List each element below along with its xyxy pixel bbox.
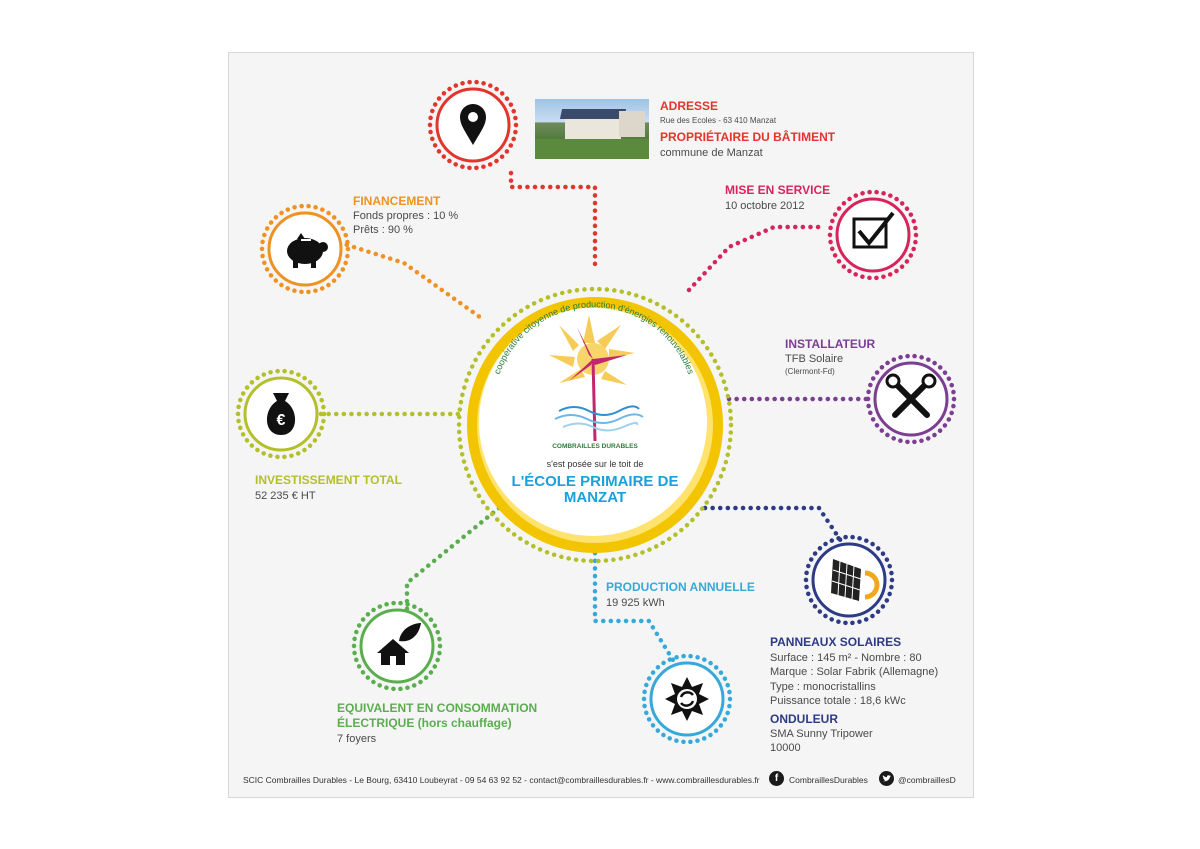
- commissioning-heading: MISE EN SERVICE: [725, 183, 831, 197]
- sun-recycle-icon: [665, 677, 709, 721]
- center-title-line2: MANZAT: [563, 489, 627, 506]
- connector-equivalent: [404, 505, 502, 612]
- commissioning-value: 10 octobre 2012: [725, 200, 805, 212]
- panels-line2: Marque : Solar Fabrik (Allemagne): [770, 666, 939, 678]
- inverter-heading: ONDULEUR: [770, 712, 838, 726]
- center-subtitle: s'est posée sur le toit de: [546, 459, 644, 469]
- address-heading: ADRESSE: [660, 99, 719, 113]
- owner-heading: PROPRIÉTAIRE DU BÂTIMENT: [660, 130, 836, 144]
- center-bead-ring: [456, 286, 734, 564]
- equivalent-heading-line2: ÉLECTRIQUE (hors chauffage): [337, 716, 512, 730]
- house-leaf-icon: [377, 623, 421, 665]
- connector-address: [508, 170, 598, 271]
- financing-heading: FINANCEMENT: [353, 194, 441, 208]
- installer-sub: (Clermont-Fd): [785, 367, 835, 376]
- owner-value: commune de Manzat: [660, 147, 763, 159]
- panels-line4: Puissance totale : 18,6 kWc: [770, 695, 906, 707]
- twitter-link[interactable]: @combraillesD: [898, 775, 956, 785]
- facebook-link[interactable]: CombraillesDurables: [789, 775, 868, 785]
- address-value: Rue des Ecoles - 63 410 Manzat: [660, 116, 777, 125]
- piggy-bank-icon: [287, 233, 328, 268]
- checkbox-icon: [852, 211, 895, 249]
- investment-value: 52 235 € HT: [255, 490, 316, 502]
- infographic-poster: coopérative citoyenne de production d'én…: [228, 52, 974, 798]
- logo-turbine-icon: [549, 315, 644, 442]
- facebook-icon[interactable]: f: [769, 771, 784, 786]
- map-pin-icon: [460, 104, 486, 145]
- money-bag-euro-icon: €: [266, 393, 296, 435]
- equivalent-value: 7 foyers: [337, 733, 377, 745]
- equivalent-heading-line1: EQUIVALENT EN CONSOMMATION: [337, 701, 538, 715]
- investment-heading: INVESTISSEMENT TOTAL: [255, 473, 402, 487]
- panels-line1: Surface : 145 m² - Nombre : 80: [770, 652, 922, 664]
- connector-commissioning: [686, 224, 827, 293]
- logo-name: COMBRAILLES DURABLES: [552, 443, 638, 450]
- panels-heading: PANNEAUX SOLAIRES: [770, 635, 902, 649]
- financing-line1: Fonds propres : 10 %: [353, 210, 459, 222]
- center-title-line1: L'ÉCOLE PRIMAIRE DE: [511, 473, 679, 490]
- inverter-line1: SMA Sunny Tripower: [770, 728, 873, 740]
- solar-panel-icon: [831, 559, 880, 601]
- footer-info: SCIC Combrailles Durables - Le Bourg, 63…: [243, 775, 760, 785]
- connector-panels: [702, 505, 852, 556]
- connector-lines: coopérative citoyenne de production d'én…: [235, 79, 957, 745]
- production-heading: PRODUCTION ANNUELLE: [606, 580, 755, 594]
- twitter-icon[interactable]: [879, 771, 894, 786]
- financing-line2: Prêts : 90 %: [353, 224, 413, 236]
- tools-icon: [885, 373, 937, 418]
- installer-heading: INSTALLATEUR: [785, 337, 876, 351]
- inverter-line2: 10000: [770, 742, 801, 754]
- installer-value: TFB Solaire: [785, 353, 844, 365]
- school-photo: [535, 99, 649, 159]
- production-value: 19 925 kWh: [606, 597, 665, 609]
- panels-line3: Type : monocristallins: [770, 681, 876, 693]
- svg-text:€: €: [277, 412, 286, 429]
